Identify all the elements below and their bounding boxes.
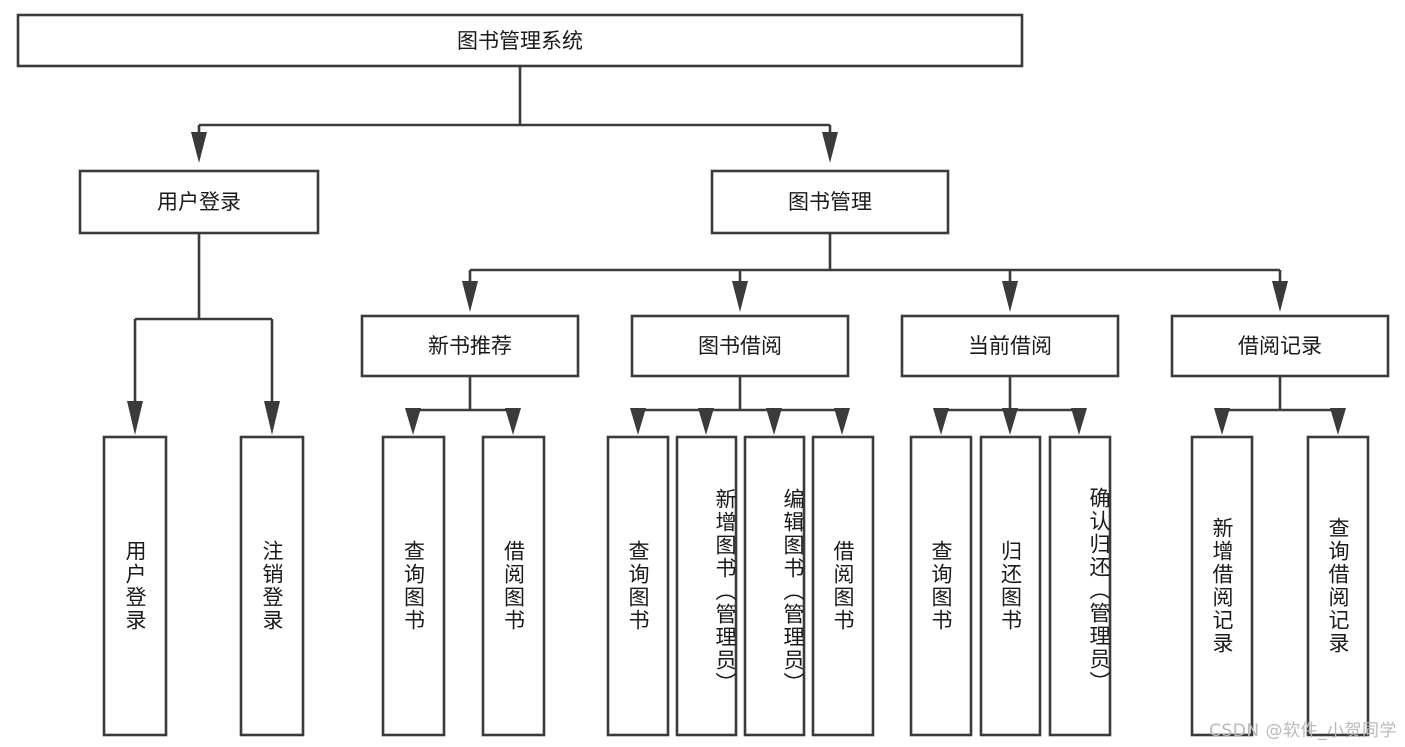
arrowhead-userlogin-leaf2	[264, 401, 280, 435]
connector-group-borrowrecord	[1214, 376, 1346, 435]
connector-group-newbook	[405, 376, 521, 435]
connector-group-bookmgmt	[462, 233, 1288, 312]
arrowhead-bookmgmt-c4	[1272, 281, 1288, 312]
arrowhead-userlogin-leaf1	[127, 401, 143, 435]
arrowhead-root-to-bookmgmt	[822, 132, 838, 163]
leaf-user-login-1[interactable]	[102, 435, 168, 737]
arrowhead-bookmgmt-c2	[732, 281, 748, 312]
leaf-user-login-2[interactable]	[239, 435, 305, 737]
node-root-book-management-system[interactable]	[16, 13, 1024, 68]
csdn-watermark: CSDN @软件_小贺同学	[1209, 721, 1397, 741]
node-new-book-recommend-label: 新书推荐	[428, 334, 512, 358]
arrowhead-bookborrow-leaf1	[630, 408, 646, 435]
leaf-new-book-2[interactable]	[481, 435, 546, 737]
node-book-management[interactable]	[710, 169, 950, 235]
connector-group-userlogin	[127, 233, 280, 435]
arrowhead-bookmgmt-c1	[462, 281, 478, 312]
arrowhead-bookmgmt-c3	[1002, 281, 1018, 312]
arrowhead-root-to-userlogin	[191, 132, 207, 163]
connector-group-currentborrow	[933, 376, 1087, 435]
leaf-borrow-record-1[interactable]	[1190, 435, 1254, 737]
arrowhead-newbook-leaf1	[405, 408, 421, 435]
arrowhead-bookborrow-leaf2	[698, 408, 714, 435]
arrowhead-currentborrow-leaf3	[1071, 408, 1087, 435]
arrowhead-currentborrow-leaf2	[1002, 408, 1018, 435]
node-borrow-record[interactable]	[1170, 314, 1390, 378]
connector-group-root	[191, 66, 838, 163]
node-user-login-label: 用户登录	[157, 190, 241, 214]
node-root-label: 图书管理系统	[457, 29, 583, 53]
leaf-borrow-record-2[interactable]	[1306, 435, 1370, 737]
arrowhead-borrowrecord-leaf1	[1214, 408, 1230, 435]
node-borrow-record-label: 借阅记录	[1238, 334, 1322, 358]
arrowhead-bookborrow-leaf3	[766, 408, 782, 435]
arrowhead-borrowrecord-leaf2	[1330, 408, 1346, 435]
node-current-borrow-label: 当前借阅	[968, 334, 1052, 358]
leaf-book-borrow-4[interactable]	[811, 435, 875, 737]
leaf-current-borrow-2[interactable]	[979, 435, 1042, 737]
node-user-login[interactable]	[78, 169, 320, 235]
arrowhead-newbook-leaf2	[505, 408, 521, 435]
node-book-management-label: 图书管理	[788, 190, 872, 214]
leaf-book-borrow-1[interactable]	[606, 435, 670, 737]
node-book-borrow-label: 图书借阅	[698, 334, 782, 358]
arrowhead-bookborrow-leaf4	[834, 408, 850, 435]
connector-group-bookborrow	[630, 376, 850, 435]
leaf-new-book-1[interactable]	[381, 435, 446, 737]
node-current-borrow[interactable]	[900, 314, 1120, 378]
leaf-book-borrow-2[interactable]	[675, 435, 738, 737]
node-new-book-recommend[interactable]	[360, 314, 580, 378]
leaf-current-borrow-3[interactable]	[1048, 435, 1112, 737]
node-book-borrow[interactable]	[630, 314, 850, 378]
leaf-current-borrow-1[interactable]	[909, 435, 973, 737]
leaf-book-borrow-3[interactable]	[743, 435, 806, 737]
arrowhead-currentborrow-leaf1	[933, 408, 949, 435]
